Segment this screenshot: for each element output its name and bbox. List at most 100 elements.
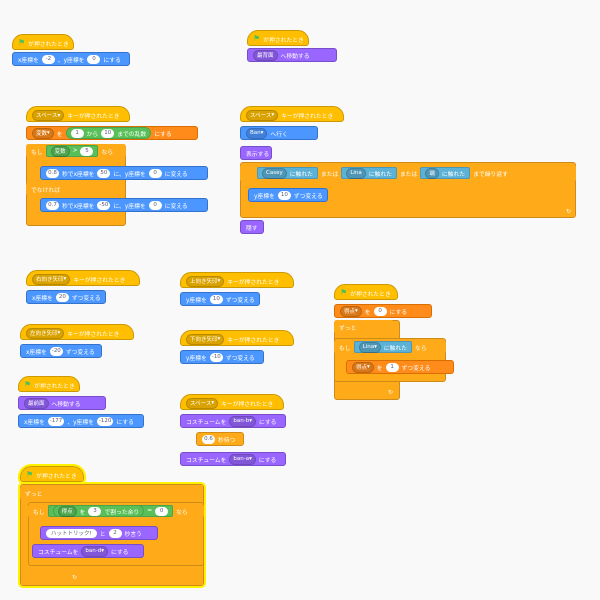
go-to-sprite-block[interactable]: Ban▾ へ行く [240,126,318,140]
say-seconds-input[interactable]: 2 [108,528,122,538]
wait-block[interactable]: 0.6 秒待つ [196,432,244,446]
set-variable-block[interactable]: 得点▾ を 0 にする [334,304,432,318]
change-y-block[interactable]: y座標を 10 ずつ変える [180,292,260,306]
layer-dropdown[interactable]: 最前面 [24,397,49,409]
change-y-input[interactable]: -10 [209,352,223,362]
sprite-dropdown[interactable]: Lina [346,167,366,179]
key-dropdown[interactable]: スペース▾ [246,109,279,121]
when-flag-clicked-hat[interactable]: ⚑ が押されたとき [18,464,86,484]
x-input[interactable]: -177 [47,416,65,426]
change-y-block[interactable]: y座標を -10 ずつ変える [180,350,264,364]
when-flag-clicked-hat[interactable]: ⚑ が押されたとき [18,376,80,392]
sprite-dropdown[interactable]: Lina▾ [358,341,381,353]
key-dropdown[interactable]: スペース▾ [186,397,219,409]
pick-random-reporter[interactable]: 1 から 10 までの乱数 [65,127,152,139]
x-input[interactable]: -2 [41,54,55,64]
change-x-block[interactable]: x座標を -20 ずつ変える [20,344,102,358]
wait-seconds-input[interactable]: 0.6 [202,434,215,444]
costume-dropdown[interactable]: ban-d▾ [81,545,108,557]
variable-dropdown[interactable]: 得点▾ [340,305,362,317]
change-x-input[interactable]: -20 [49,346,63,356]
chevron-down-icon: ▾ [57,111,61,119]
when-key-pressed-hat[interactable]: 右向き矢印▾ キーが押されたとき [26,270,140,286]
compare-value-input[interactable]: 5 [80,146,94,156]
glide-seconds-input[interactable]: 0.7 [46,200,59,210]
key-dropdown[interactable]: スペース▾ [32,109,65,121]
glide-y-input[interactable]: 0 [148,168,162,178]
change-variable-block[interactable]: 得点▾ を 1 ずつ変える [346,360,454,374]
sprite-dropdown[interactable]: Ban▾ [246,127,268,139]
show-block[interactable]: 表示する [240,146,272,160]
variable-dropdown[interactable]: 変数▾ [32,127,54,139]
else-label: でなければ [26,182,86,196]
touching-lina-sensor[interactable]: Lina に触れた [341,167,397,179]
chevron-down-icon: ▾ [217,278,221,284]
sprite-dropdown[interactable]: Casey [262,167,287,179]
set-variable-block[interactable]: 変数▾ を 1 から 10 までの乱数 にする [26,126,198,140]
equals-operator[interactable]: 得点 を 3 で割った余り = 0 [47,505,174,517]
glide-x-input[interactable]: -50 [97,200,111,210]
key-dropdown[interactable]: 下向き矢印▾ [186,333,225,345]
when-key-pressed-hat[interactable]: 上向き矢印▾ キーが押されたとき [180,272,294,288]
go-to-xy-block[interactable]: x座標を -2 、y座標を 0 にする [12,52,130,66]
go-to-xy-block[interactable]: x座標を -177 、y座標を -120 にする [18,414,144,428]
if-header: もし 変数 > 5 なら [26,144,126,158]
random-to-input[interactable]: 10 [101,128,115,138]
glide-to-xy-block[interactable]: 0.8 秒でx座標を 50 に、y座標を 0 に変える [40,166,208,180]
costume-dropdown[interactable]: ban-a▾ [229,453,256,465]
touching-lina-sensor[interactable]: Lina▾ に触れた [353,341,413,353]
when-key-pressed-hat[interactable]: スペース▾ キーが押されたとき [180,394,284,410]
when-key-pressed-hat[interactable]: スペース▾ キーが押されたとき [26,106,130,122]
repeat-until-header: Casey に触れた または Lina に触れた または 端 に触れた まで繰り… [240,164,576,182]
glide-x-input[interactable]: 50 [97,168,111,178]
change-value-input[interactable]: 1 [385,362,399,372]
touching-casey-sensor[interactable]: Casey に触れた [257,167,318,179]
random-from-input[interactable]: 1 [70,128,84,138]
when-flag-clicked-hat[interactable]: ⚑ が押されたとき [12,34,74,50]
switch-costume-block[interactable]: コスチュームを ban-d▾ にする [32,544,144,558]
glide-to-xy-block[interactable]: 0.7 秒でx座標を -50 に、y座標を 0 に変える [40,198,208,212]
mod-operator[interactable]: 得点 を 3 で割った余り [52,505,145,517]
variable-reporter[interactable]: 変数 [50,145,70,157]
variable-dropdown[interactable]: 得点▾ [352,361,374,373]
layer-dropdown[interactable]: 最背面 [253,49,278,61]
when-flag-clicked-hat[interactable]: ⚑ が押されたとき [247,30,309,46]
chevron-down-icon: ▾ [249,418,252,424]
say-text-input[interactable]: ハットトリック! [46,528,97,538]
y-input[interactable]: 0 [87,54,101,64]
equals-value-input[interactable]: 0 [155,506,169,516]
change-x-block[interactable]: x座標を 20 ずつ変える [26,290,106,304]
change-y-block[interactable]: y座標を 10 ずつ変える [248,188,328,202]
when-key-pressed-hat[interactable]: スペース▾ キーが押されたとき [240,106,344,122]
edge-dropdown[interactable]: 端 [425,167,439,179]
touching-edge-sensor[interactable]: 端 に触れた [420,167,471,179]
go-to-layer-block[interactable]: 最背面 へ移動する [247,48,337,62]
chevron-down-icon: ▾ [63,276,67,282]
hide-block[interactable]: 隠す [240,220,264,234]
chevron-down-icon: ▾ [249,456,252,462]
when-flag-clicked-hat[interactable]: ⚑ が押されたとき [334,284,398,300]
change-y-input[interactable]: 10 [209,294,223,304]
when-key-pressed-hat[interactable]: 左向き矢印▾ キーが押されたとき [20,324,134,340]
set-value-input[interactable]: 0 [373,306,387,316]
key-dropdown[interactable]: 上向き矢印▾ [186,275,225,287]
key-dropdown[interactable]: 右向き矢印▾ [32,273,71,285]
say-for-secs-block[interactable]: ハットトリック! と 2 秒言う [40,526,158,540]
variable-reporter[interactable]: 得点 [57,505,77,517]
when-key-pressed-hat[interactable]: 下向き矢印▾ キーが押されたとき [180,330,294,346]
loop-arrow-icon: ↻ [72,574,78,581]
go-to-layer-block[interactable]: 最前面 へ移動する [18,396,106,410]
change-y-input[interactable]: 10 [277,190,291,200]
if-header: もし 得点 を 3 で割った余り = 0 なら [28,504,204,518]
y-input[interactable]: -120 [96,416,114,426]
key-dropdown[interactable]: 左向き矢印▾ [26,327,65,339]
greater-than-operator[interactable]: 変数 > 5 [45,145,99,157]
change-x-input[interactable]: 20 [55,292,69,302]
costume-dropdown[interactable]: ban-b▾ [229,415,256,427]
glide-seconds-input[interactable]: 0.8 [46,168,59,178]
mod-value-input[interactable]: 3 [88,506,102,516]
switch-costume-block[interactable]: コスチュームを ban-a▾ にする [180,452,286,466]
glide-y-input[interactable]: 0 [148,200,162,210]
switch-costume-block[interactable]: コスチュームを ban-b▾ にする [180,414,286,428]
chevron-down-icon: ▾ [260,130,264,136]
